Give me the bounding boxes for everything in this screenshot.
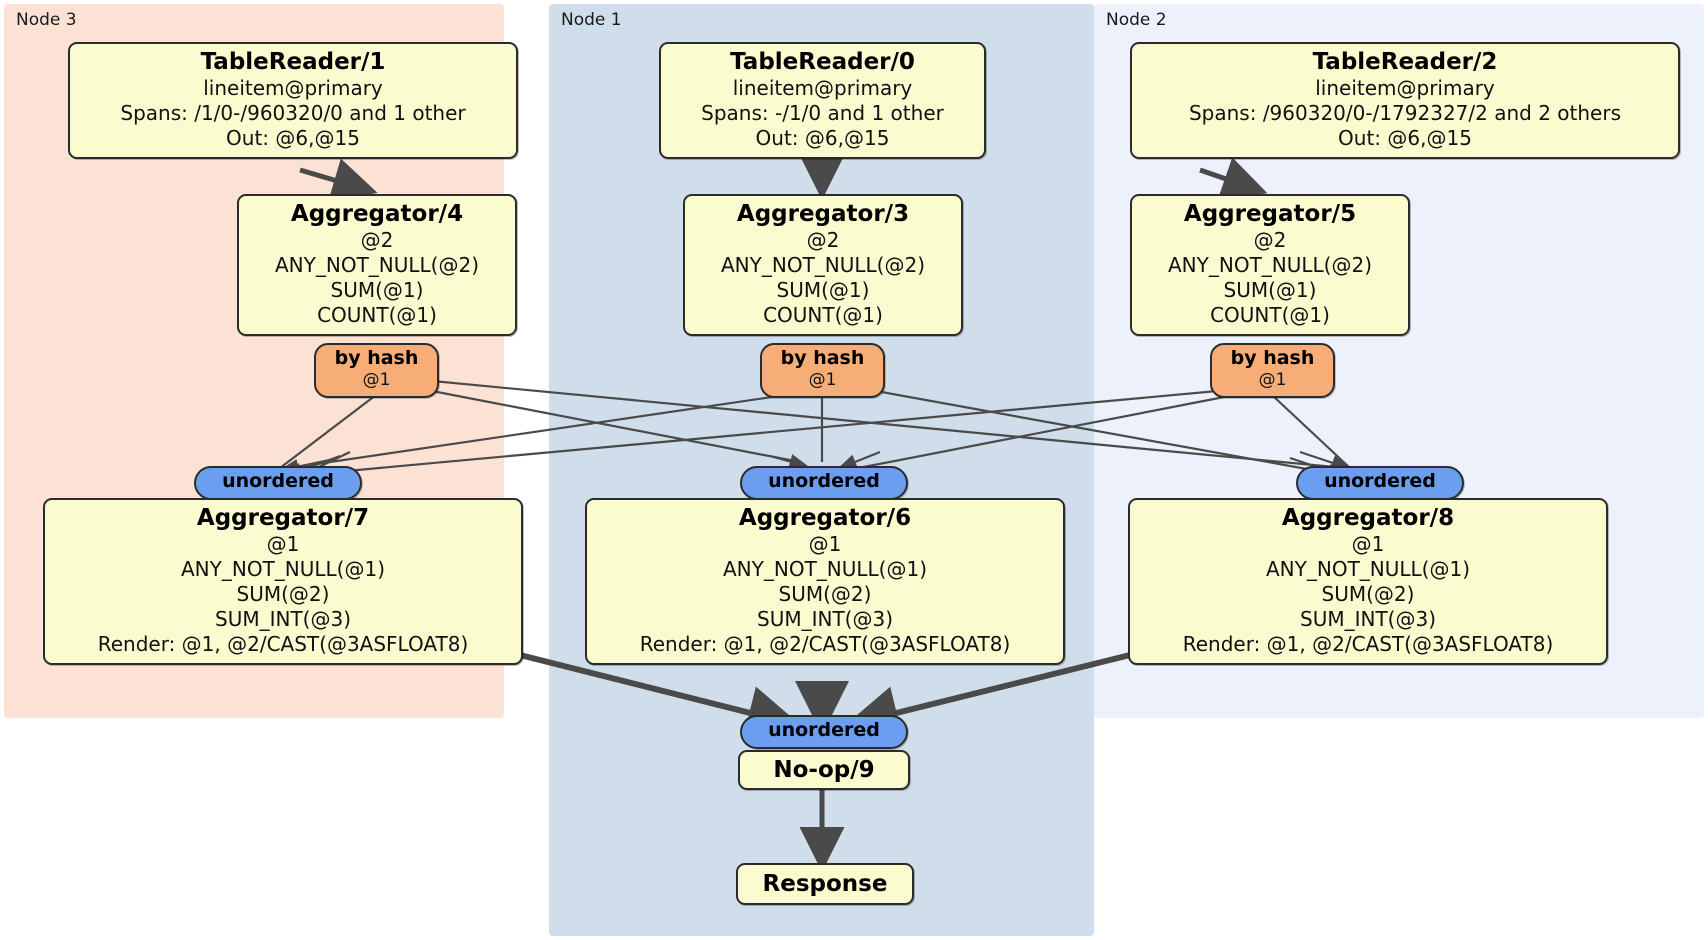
processor-title: Aggregator/5 [1183, 201, 1357, 227]
processor-line: lineitem@primary [732, 76, 913, 100]
node-panel-label-node1: Node 1 [561, 10, 622, 30]
processor-line: @2 [806, 228, 840, 252]
processor-line: @2 [1253, 228, 1287, 252]
processor-title: TableReader/0 [730, 49, 915, 75]
node-panel-label-node2: Node 2 [1106, 10, 1167, 30]
processor-line: lineitem@primary [1315, 76, 1495, 100]
processor-noop-9[interactable]: No-op/9 [738, 750, 910, 790]
processor-line: @1 [266, 532, 300, 556]
router-subtitle: @1 [808, 370, 837, 390]
processor-title: TableReader/1 [200, 49, 386, 75]
processor-title: Aggregator/6 [738, 505, 912, 531]
processor-line: Spans: /1/0-/960320/0 and 1 other [120, 101, 466, 125]
router-subtitle: @1 [1258, 370, 1287, 390]
synchronizer-title: unordered [768, 470, 880, 492]
processor-line: SUM(@1) [1223, 278, 1317, 302]
processor-line: Render: @1, @2/CAST(@3ASFLOAT8) [97, 632, 469, 656]
processor-line: Spans: /960320/0-/1792327/2 and 2 others [1188, 101, 1621, 125]
processor-line: Out: @6,@15 [755, 126, 890, 150]
processor-line: ANY_NOT_NULL(@2) [1168, 253, 1372, 277]
processor-title: Aggregator/4 [290, 201, 464, 227]
processor-line: ANY_NOT_NULL(@1) [723, 557, 927, 581]
processor-line: @2 [360, 228, 394, 252]
router-subtitle: @1 [362, 370, 391, 390]
processor-line: @1 [808, 532, 842, 556]
processor-line: ANY_NOT_NULL(@1) [1266, 557, 1470, 581]
processor-line: Out: @6,@15 [1338, 126, 1472, 150]
processor-aggregator-3[interactable]: Aggregator/3 @2 ANY_NOT_NULL(@2) SUM(@1)… [683, 194, 963, 336]
processor-line: COUNT(@1) [1210, 303, 1330, 327]
processor-line: SUM_INT(@3) [757, 607, 893, 631]
processor-line: ANY_NOT_NULL(@2) [275, 253, 479, 277]
synchronizer-unordered-final[interactable]: unordered [740, 715, 908, 749]
router-title: by hash [1230, 347, 1315, 369]
processor-tablereader-2[interactable]: TableReader/2 lineitem@primary Spans: /9… [1130, 42, 1680, 159]
synchronizer-unordered-left[interactable]: unordered [194, 466, 362, 500]
processor-line: SUM_INT(@3) [1300, 607, 1436, 631]
processor-tablereader-0[interactable]: TableReader/0 lineitem@primary Spans: -/… [659, 42, 986, 159]
processor-line: SUM(@2) [778, 582, 872, 606]
processor-aggregator-7[interactable]: Aggregator/7 @1 ANY_NOT_NULL(@1) SUM(@2)… [43, 498, 523, 665]
processor-line: SUM(@2) [236, 582, 330, 606]
processor-aggregator-8[interactable]: Aggregator/8 @1 ANY_NOT_NULL(@1) SUM(@2)… [1128, 498, 1608, 665]
processor-line: Spans: -/1/0 and 1 other [701, 101, 944, 125]
processor-response[interactable]: Response [736, 863, 914, 905]
processor-line: ANY_NOT_NULL(@2) [721, 253, 925, 277]
synchronizer-title: unordered [768, 719, 880, 741]
processor-title: TableReader/2 [1312, 49, 1498, 75]
processor-line: SUM(@1) [330, 278, 424, 302]
processor-line: SUM(@2) [1321, 582, 1415, 606]
router-title: by hash [780, 347, 865, 369]
synchronizer-unordered-right[interactable]: unordered [1296, 466, 1464, 500]
processor-line: SUM(@1) [776, 278, 870, 302]
processor-line: lineitem@primary [203, 76, 383, 100]
processor-line: SUM_INT(@3) [215, 607, 351, 631]
router-title: by hash [334, 347, 419, 369]
processor-tablereader-1[interactable]: TableReader/1 lineitem@primary Spans: /1… [68, 42, 518, 159]
processor-line: COUNT(@1) [317, 303, 437, 327]
synchronizer-title: unordered [222, 470, 334, 492]
processor-title: Response [762, 871, 888, 897]
processor-title: Aggregator/8 [1281, 505, 1455, 531]
processor-line: ANY_NOT_NULL(@1) [181, 557, 385, 581]
processor-line: COUNT(@1) [763, 303, 883, 327]
processor-title: Aggregator/3 [736, 201, 910, 227]
processor-aggregator-6[interactable]: Aggregator/6 @1 ANY_NOT_NULL(@1) SUM(@2)… [585, 498, 1065, 665]
node-panel-label-node3: Node 3 [16, 10, 77, 30]
processor-line: @1 [1351, 532, 1385, 556]
synchronizer-title: unordered [1324, 470, 1436, 492]
processor-aggregator-4[interactable]: Aggregator/4 @2 ANY_NOT_NULL(@2) SUM(@1)… [237, 194, 517, 336]
processor-title: No-op/9 [773, 757, 875, 783]
processor-title: Aggregator/7 [196, 505, 370, 531]
processor-line: Render: @1, @2/CAST(@3ASFLOAT8) [639, 632, 1011, 656]
router-by-hash-right[interactable]: by hash @1 [1210, 343, 1335, 398]
processor-line: Render: @1, @2/CAST(@3ASFLOAT8) [1182, 632, 1554, 656]
router-by-hash-center[interactable]: by hash @1 [760, 343, 885, 398]
processor-line: Out: @6,@15 [226, 126, 360, 150]
processor-aggregator-5[interactable]: Aggregator/5 @2 ANY_NOT_NULL(@2) SUM(@1)… [1130, 194, 1410, 336]
router-by-hash-left[interactable]: by hash @1 [314, 343, 439, 398]
synchronizer-unordered-center[interactable]: unordered [740, 466, 908, 500]
